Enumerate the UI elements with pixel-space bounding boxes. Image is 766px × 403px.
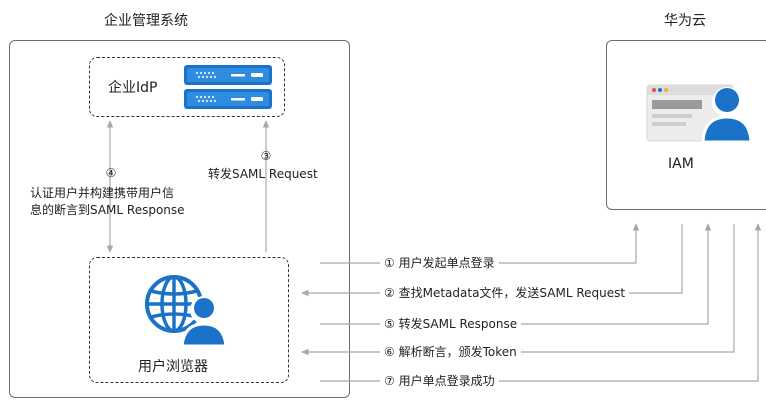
step4-number: ④ [105,166,117,180]
step2-text: 查找Metadata文件，发送SAML Request [398,286,626,300]
step5-text: 转发SAML Response [398,317,518,331]
step6-label: ⑥ 解析断言，颁发Token [380,344,521,360]
huawei-cloud-container [606,40,766,210]
globe-user-icon [145,275,228,348]
step6-number: ⑥ [384,345,395,359]
step1-label: ① 用户发起单点登录 [380,255,499,271]
step2-label: ② 查找Metadata文件，发送SAML Request [380,285,630,301]
step7-number: ⑦ [384,374,395,388]
step1-text: 用户发起单点登录 [398,256,495,270]
edge-step5-line [320,223,712,325]
idp-node [89,57,285,117]
iam-label: IAM [668,156,694,172]
step3-text: 转发SAML Request [208,167,318,181]
browser-node [89,257,289,383]
step7-text: 用户单点登录成功 [398,374,495,388]
idp-label: 企业IdP [108,80,158,96]
step5-number: ⑤ [384,317,395,331]
enterprise-system-title: 企业管理系统 [104,13,188,29]
step1-number: ① [384,256,395,270]
step5-label: ⑤ 转发SAML Response [380,316,522,332]
browser-label: 用户浏览器 [138,359,208,375]
step6-text: 解析断言，颁发Token [398,345,517,359]
step4-text-line1: 认证用户并构建携带用户信 [30,186,175,200]
huawei-cloud-title: 华为云 [664,13,706,29]
enterprise-system-container [9,40,350,398]
step2-number: ② [384,286,395,300]
iam-icon [646,84,752,144]
server-icon [184,65,272,109]
step4-text-line2: 息的断言到SAML Response [30,203,185,217]
step3-number: ③ [260,149,272,163]
step7-label: ⑦ 用户单点登录成功 [380,373,499,389]
